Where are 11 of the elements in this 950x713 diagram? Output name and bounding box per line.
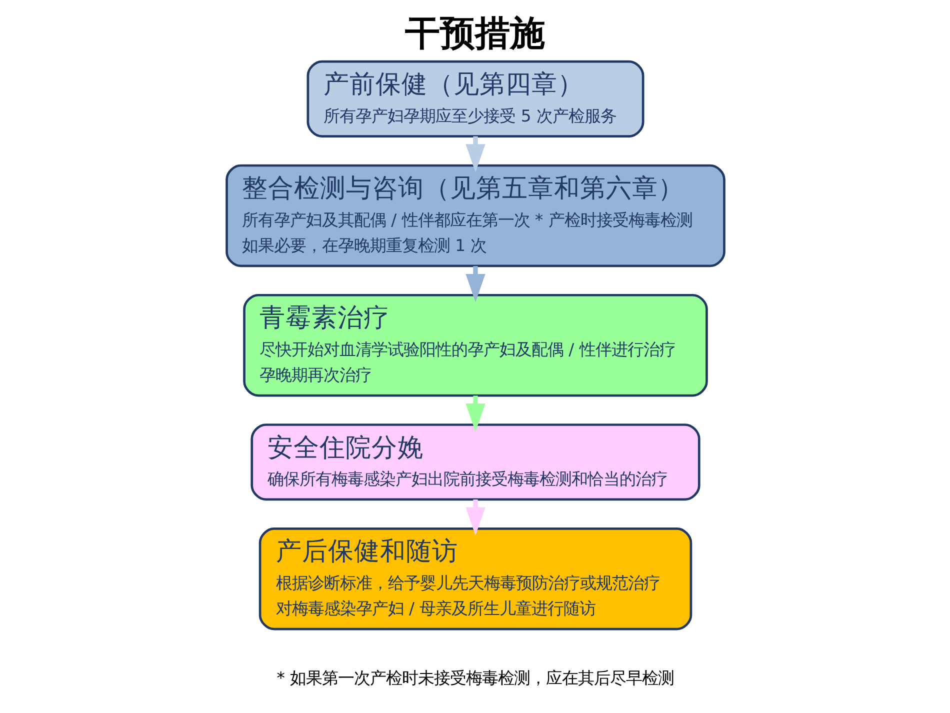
node-box: 青霉素治疗 尽快开始对血清学试验阳性的孕产妇及配偶 / 性伴进行治疗 孕晚期再次治疗 <box>242 293 708 396</box>
arrow <box>465 266 485 302</box>
node-box: 产前保健（见第四章） 所有孕产妇孕期应至少接受 5 次产检服务 <box>306 60 644 137</box>
arrow <box>465 136 485 172</box>
diagram-title: 干预措施 <box>404 12 544 54</box>
arrow <box>465 498 485 535</box>
node-box: 整合检测与咨询（见第五章和第六章） 所有孕产妇及其配偶 / 性伴都应在第一次 * 产检时接受梅毒检测 如果必要，在孕晚期重复检测 1 次 <box>225 164 725 267</box>
node-box: 安全住院分娩 确保所有梅毒感染产妇出院前接受梅毒检测和恰当的治疗 <box>250 423 700 500</box>
node-box: 产后保健和随访 根据诊断标准，给予婴儿先天梅毒预防治疗或规范治疗 对梅毒感染孕产妇 / 母亲及所生儿童进行随访 <box>258 527 692 630</box>
arrow <box>465 395 485 432</box>
label: * 如果第一次产检时未接受梅毒检测，应在其后尽早检测 <box>276 668 674 688</box>
